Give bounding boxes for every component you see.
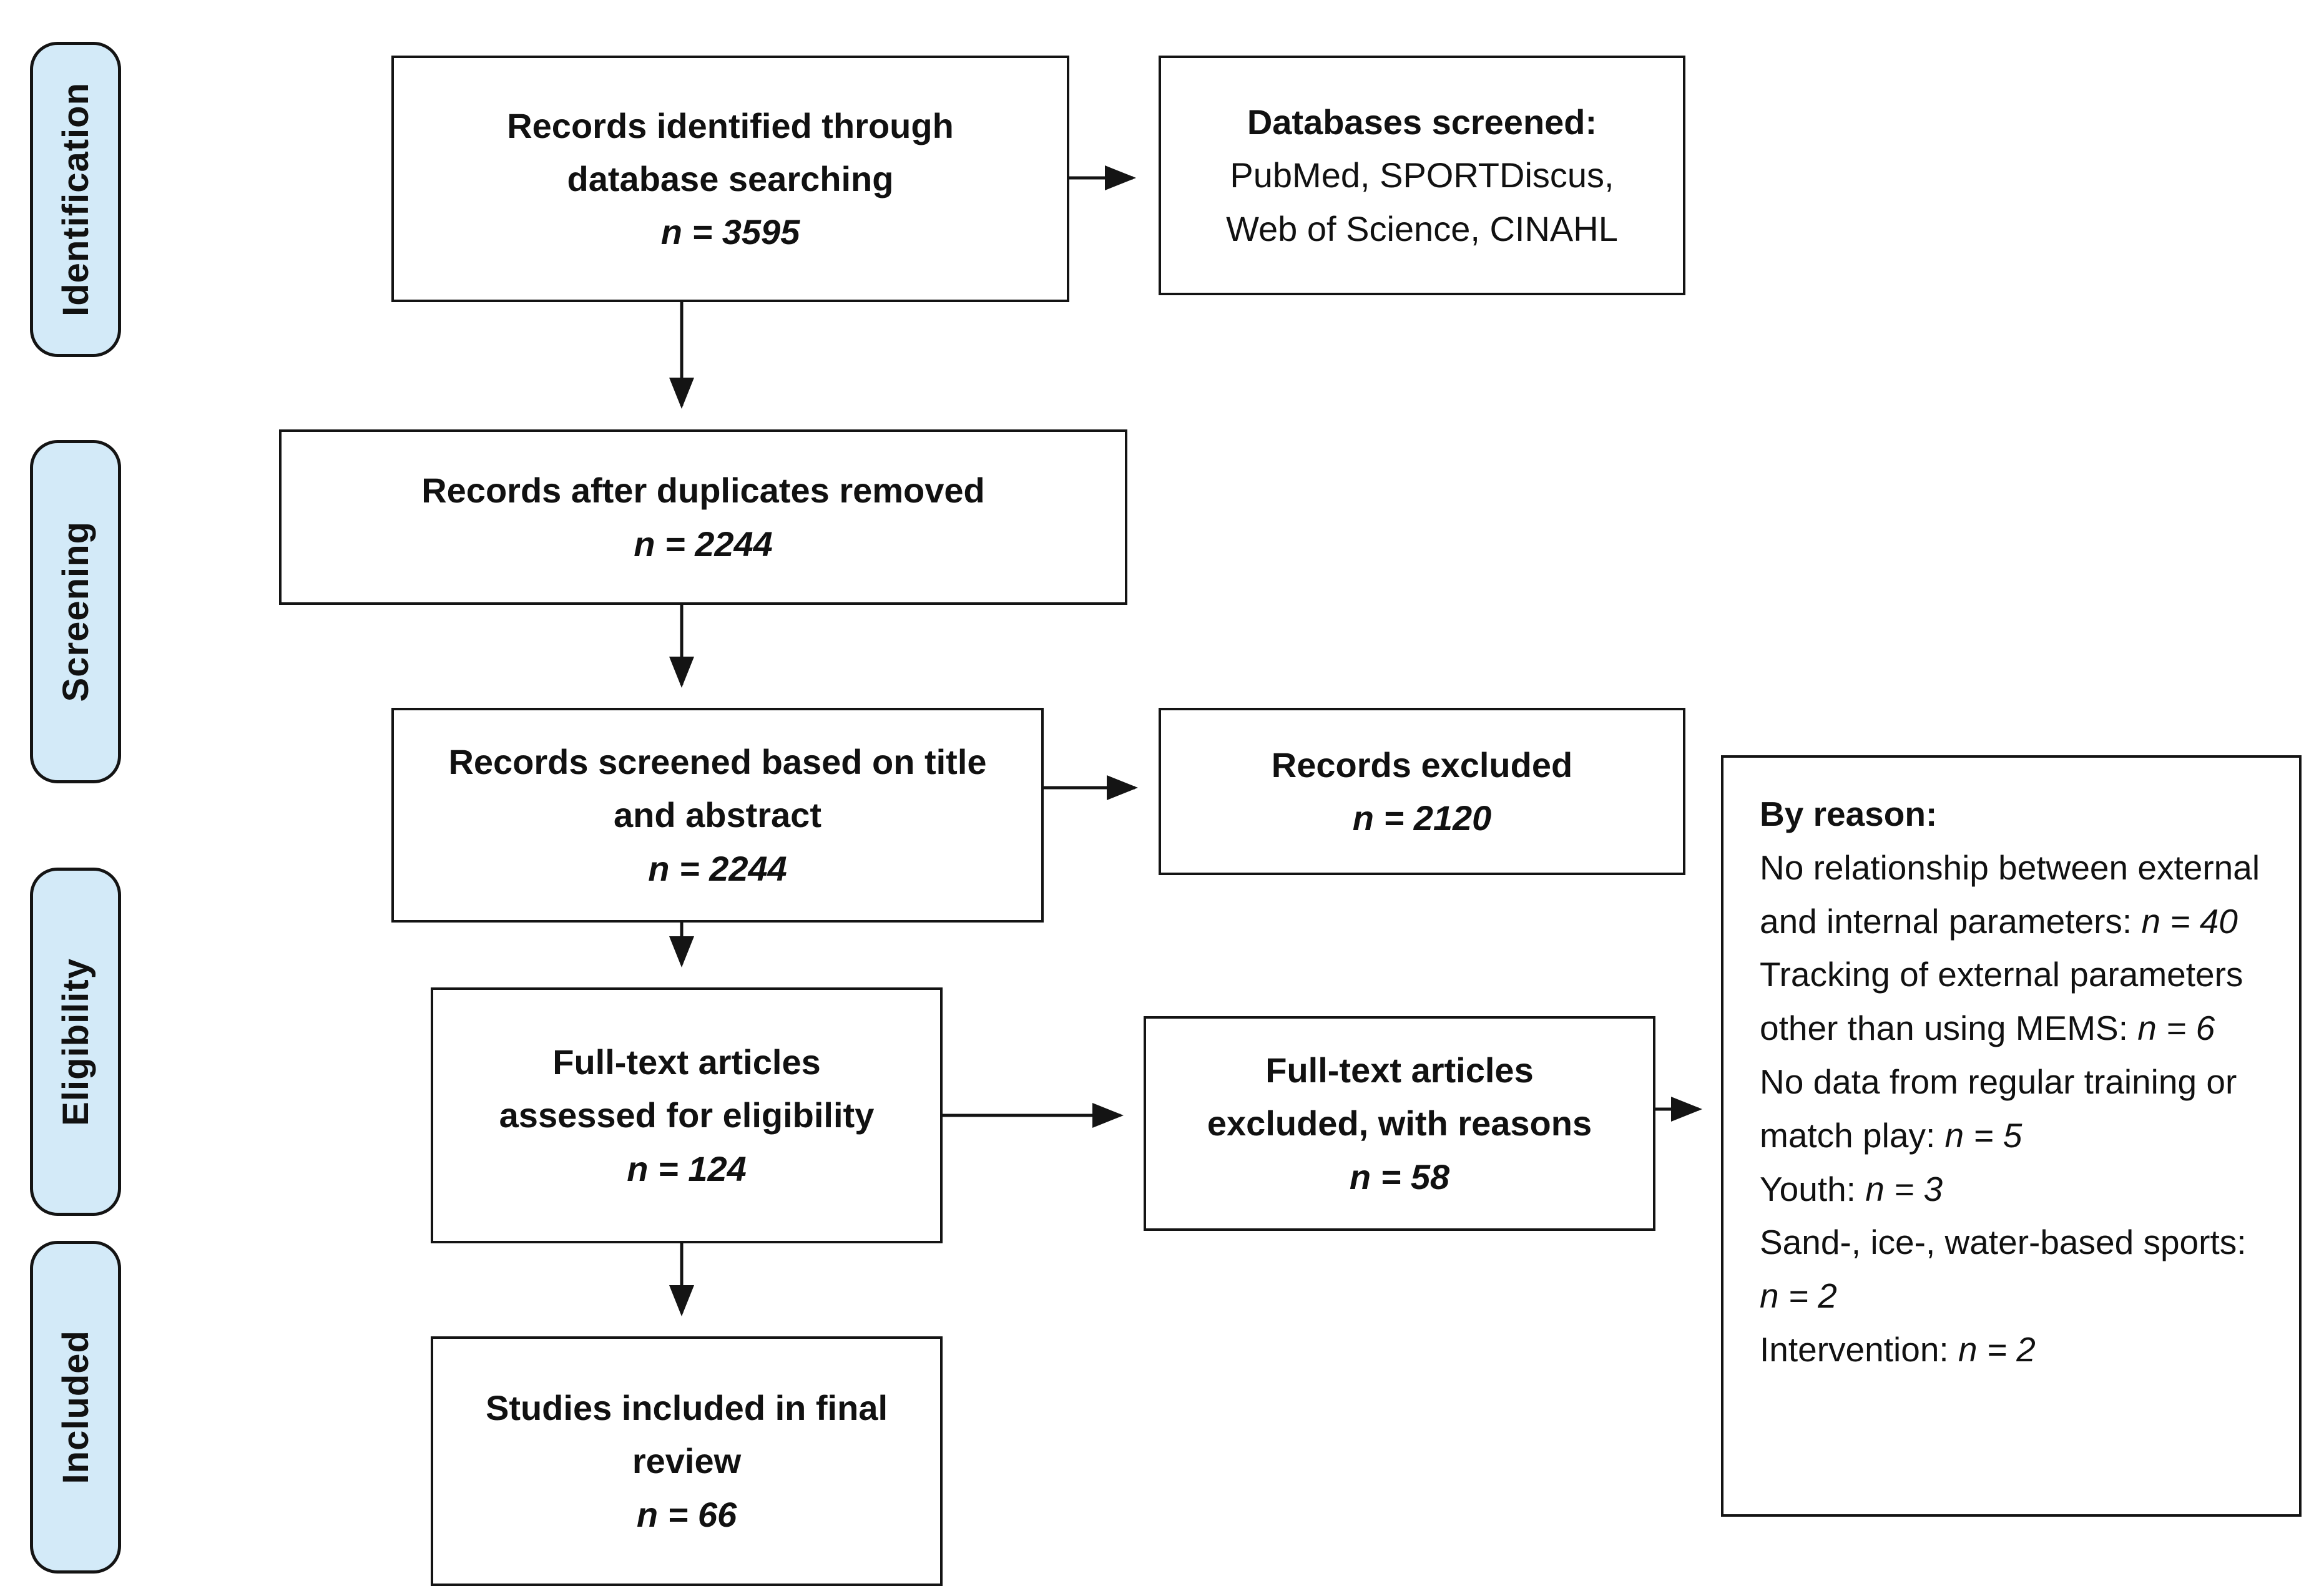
box-records-screened-title: Records screened based on title and abst…	[448, 742, 987, 835]
exclusion-reasons-list: No relationship between external and int…	[1760, 841, 2268, 1377]
exclusion-reason-item: Youth: n = 3	[1760, 1169, 1943, 1208]
box-fulltext-excluded-title: Full-text articles excluded, with reason…	[1207, 1050, 1592, 1143]
box-records-excluded-count: n = 2120	[1352, 798, 1492, 838]
box-fulltext-excluded-count: n = 58	[1349, 1157, 1450, 1197]
stage-label-identification-text: Identification	[55, 82, 96, 316]
exclusion-reason-item: Tracking of external parameters other th…	[1760, 955, 2243, 1048]
box-fulltext-assessed: Full-text articles assessed for eligibil…	[431, 987, 943, 1243]
stage-label-included: Included	[30, 1241, 121, 1574]
exclusion-reason-item: No relationship between external and int…	[1760, 848, 2260, 941]
stage-label-eligibility: Eligibility	[30, 868, 121, 1216]
exclusion-reason-item: No data from regular training or match p…	[1760, 1062, 2237, 1155]
box-databases-screened-title: Databases screened:	[1247, 102, 1597, 142]
box-studies-included-count: n = 66	[636, 1494, 737, 1534]
box-records-excluded: Records excluded n = 2120	[1159, 708, 1685, 875]
stage-label-screening-text: Screening	[55, 521, 96, 702]
stage-label-included-text: Included	[55, 1330, 96, 1484]
box-exclusion-reasons: By reason: No relationship between exter…	[1721, 755, 2302, 1517]
box-studies-included: Studies included in final review n = 66	[431, 1336, 943, 1586]
box-duplicates-removed-title: Records after duplicates removed	[421, 471, 985, 511]
stage-label-eligibility-text: Eligibility	[55, 957, 96, 1126]
exclusion-reasons-title: By reason:	[1760, 795, 1938, 833]
box-records-identified-count: n = 3595	[660, 212, 800, 252]
stage-label-screening: Screening	[30, 440, 121, 783]
box-fulltext-assessed-count: n = 124	[627, 1148, 747, 1188]
box-records-screened-count: n = 2244	[648, 848, 787, 888]
stage-label-identification: Identification	[30, 42, 121, 357]
exclusion-reason-item: Sand-, ice-, water-based sports: n = 2	[1760, 1223, 2247, 1316]
box-fulltext-assessed-title: Full-text articles assessed for eligibil…	[499, 1042, 875, 1135]
box-duplicates-removed: Records after duplicates removed n = 224…	[279, 429, 1127, 605]
box-records-excluded-title: Records excluded	[1271, 745, 1573, 785]
box-records-identified-title: Records identified through database sear…	[507, 105, 954, 198]
exclusion-reason-item: Intervention: n = 2	[1760, 1329, 2036, 1369]
box-databases-screened: Databases screened: PubMed, SPORTDiscus,…	[1159, 56, 1685, 295]
box-records-identified: Records identified through database sear…	[391, 56, 1069, 302]
box-duplicates-removed-count: n = 2244	[634, 524, 773, 564]
box-records-screened: Records screened based on title and abst…	[391, 708, 1044, 923]
box-databases-screened-list: PubMed, SPORTDiscus, Web of Science, CIN…	[1226, 155, 1618, 248]
box-studies-included-title: Studies included in final review	[485, 1388, 888, 1481]
box-fulltext-excluded: Full-text articles excluded, with reason…	[1144, 1016, 1655, 1231]
